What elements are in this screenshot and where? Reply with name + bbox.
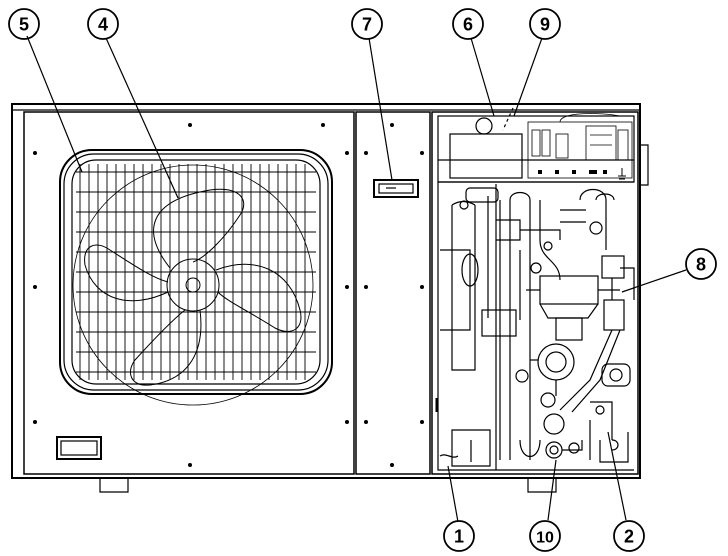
panel-screws xyxy=(33,123,424,467)
svg-text:9: 9 xyxy=(540,15,550,35)
fan-blades xyxy=(72,164,314,406)
callout-2: 2 xyxy=(613,520,645,552)
rating-label xyxy=(56,436,102,460)
fan-grille xyxy=(59,149,333,395)
unit-housing xyxy=(11,103,649,493)
callout-6: 6 xyxy=(452,8,484,40)
service-compartment xyxy=(435,113,635,471)
callout-9: 9 xyxy=(529,8,561,40)
svg-text:1: 1 xyxy=(454,527,464,547)
svg-text:6: 6 xyxy=(463,15,473,35)
svg-text:10: 10 xyxy=(536,530,554,547)
callout-4: 4 xyxy=(87,8,119,40)
svg-text:7: 7 xyxy=(362,15,372,35)
leader-lines xyxy=(26,35,687,523)
svg-text:2: 2 xyxy=(624,527,634,547)
callout-5: 5 xyxy=(8,8,40,40)
svg-text:5: 5 xyxy=(19,15,29,35)
callouts: 5 4 7 6 9 8 1 10 2 xyxy=(8,8,717,552)
svg-text:8: 8 xyxy=(696,255,706,275)
control-display[interactable] xyxy=(373,179,419,198)
callout-10: 10 xyxy=(529,520,561,552)
svg-text:4: 4 xyxy=(98,15,108,35)
callout-8: 8 xyxy=(685,248,717,280)
callout-1: 1 xyxy=(443,520,475,552)
callout-7: 7 xyxy=(351,8,383,40)
